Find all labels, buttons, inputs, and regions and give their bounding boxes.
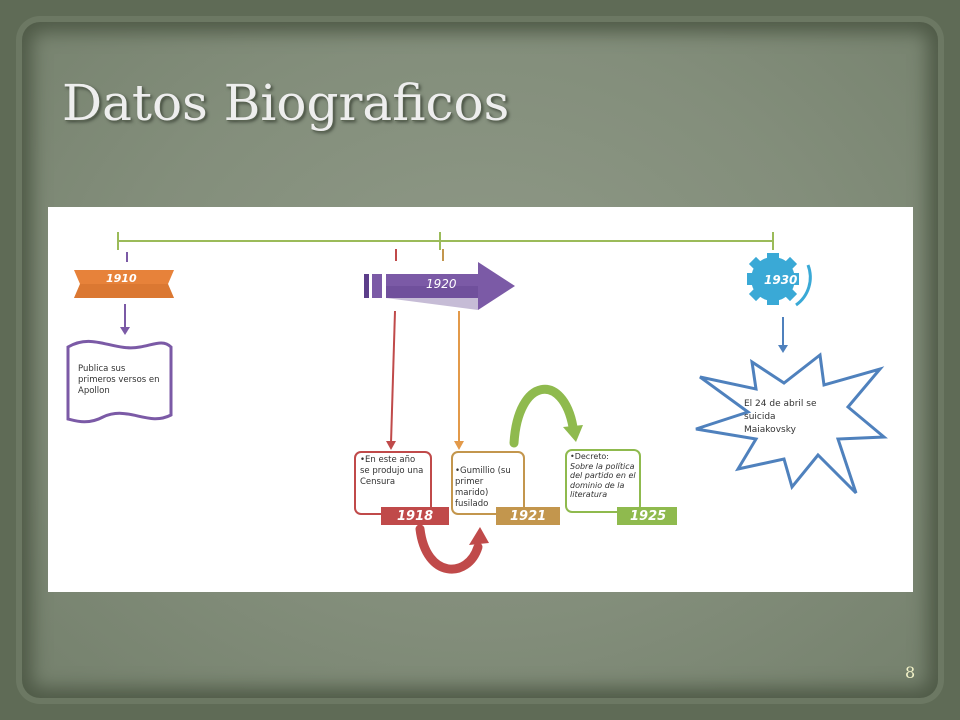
timeline-diagram: 1910 1920 1930 1918 1921 1925 Publica su… [48,207,913,592]
arrow-1920-bar-b [372,274,382,298]
note-1925-lead: •Decreto: [570,452,609,461]
arrow-1920-bar-a [364,274,369,298]
event-year-1921: 1921 [510,509,547,524]
note-1930: El 24 de abril se suicida Maiakovsky [744,399,817,435]
arrow-to-1918 [390,310,396,444]
event-1925-banner [617,507,677,525]
arrow-1920 [386,262,515,310]
note-scroll-1910 [66,339,173,424]
note-1918: •En este año se produjo una Censura [360,455,424,487]
event-1925-box [565,449,641,513]
event-1921-banner [496,507,560,525]
event-year-1925: 1925 [630,509,667,524]
slide-title: Datos Biograficos [62,74,510,132]
note-1921: •Gumillio (su primer marido) fusilado [455,466,511,509]
event-1918-banner [381,507,449,525]
year-label-1930: 1930 [764,273,798,287]
starburst-1930 [695,352,888,495]
year-label-1910: 1910 [106,272,137,285]
note-1925: •Decreto: Sobre la política del partido … [570,452,638,500]
note-1910: Publica sus primeros versos en Apollon [78,364,160,396]
year-label-1920: 1920 [426,277,457,291]
gear-1930 [747,253,812,307]
timeline-graphics [66,232,888,574]
page-number: 8 [905,663,916,682]
curved-arrow-1921-1925 [509,384,578,448]
note-1925-italic: Sobre la política del partido en el domi… [570,461,636,500]
event-year-1918: 1918 [397,509,434,524]
event-1921-box [451,451,525,515]
curved-arrow-1918-1921 [415,524,483,574]
